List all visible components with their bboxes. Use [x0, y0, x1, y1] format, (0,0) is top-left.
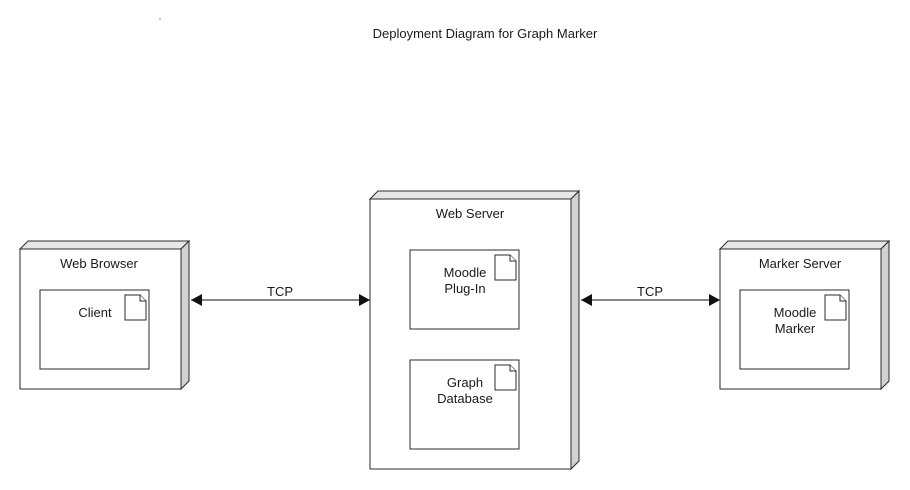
component-label-line: Database	[437, 391, 493, 406]
arrowhead-right	[709, 294, 720, 306]
connection-browser-to-webserver[interactable]: TCP	[191, 284, 370, 306]
arrowhead-left	[581, 294, 592, 306]
component-client[interactable]: Client	[39, 289, 150, 370]
artifact-fold	[509, 365, 516, 372]
node-top-face	[18, 240, 191, 250]
connection-label: TCP	[267, 284, 293, 299]
node-label-web-server: Web Server	[436, 206, 505, 221]
component-label-line: Plug-In	[444, 281, 485, 296]
node-label-marker-server: Marker Server	[759, 256, 842, 271]
arrowhead-right	[359, 294, 370, 306]
artifact-fold	[509, 255, 516, 262]
diagram-title: Deployment Diagram for Graph Marker	[373, 26, 598, 41]
component-label-line: Marker	[775, 321, 816, 336]
node-top-face	[368, 190, 581, 200]
node-web-browser[interactable]: Web Browser Client	[18, 239, 191, 391]
component-moodle-marker[interactable]: Moodle Marker	[739, 289, 850, 370]
node-label-web-browser: Web Browser	[60, 256, 138, 271]
component-label-line: Moodle	[774, 305, 817, 320]
component-graph-database[interactable]: Graph Database	[409, 359, 520, 450]
node-side-face	[570, 189, 580, 471]
node-web-server[interactable]: Web Server Moodle Plug-In Graph Database	[368, 189, 581, 471]
artifact-fold	[839, 295, 846, 302]
node-marker-server[interactable]: Marker Server Moodle Marker	[718, 239, 891, 391]
node-side-face	[880, 239, 890, 391]
connection-label: TCP	[637, 284, 663, 299]
arrowhead-left	[191, 294, 202, 306]
connection-webserver-to-marker[interactable]: TCP	[581, 284, 720, 306]
node-top-face	[718, 240, 891, 250]
stray-dot	[159, 18, 161, 20]
component-label-line: Client	[78, 305, 112, 320]
component-label-line: Graph	[447, 375, 483, 390]
component-moodle-plug-in[interactable]: Moodle Plug-In	[409, 249, 520, 330]
node-side-face	[180, 239, 190, 391]
component-label-line: Moodle	[444, 265, 487, 280]
artifact-fold	[139, 295, 146, 302]
